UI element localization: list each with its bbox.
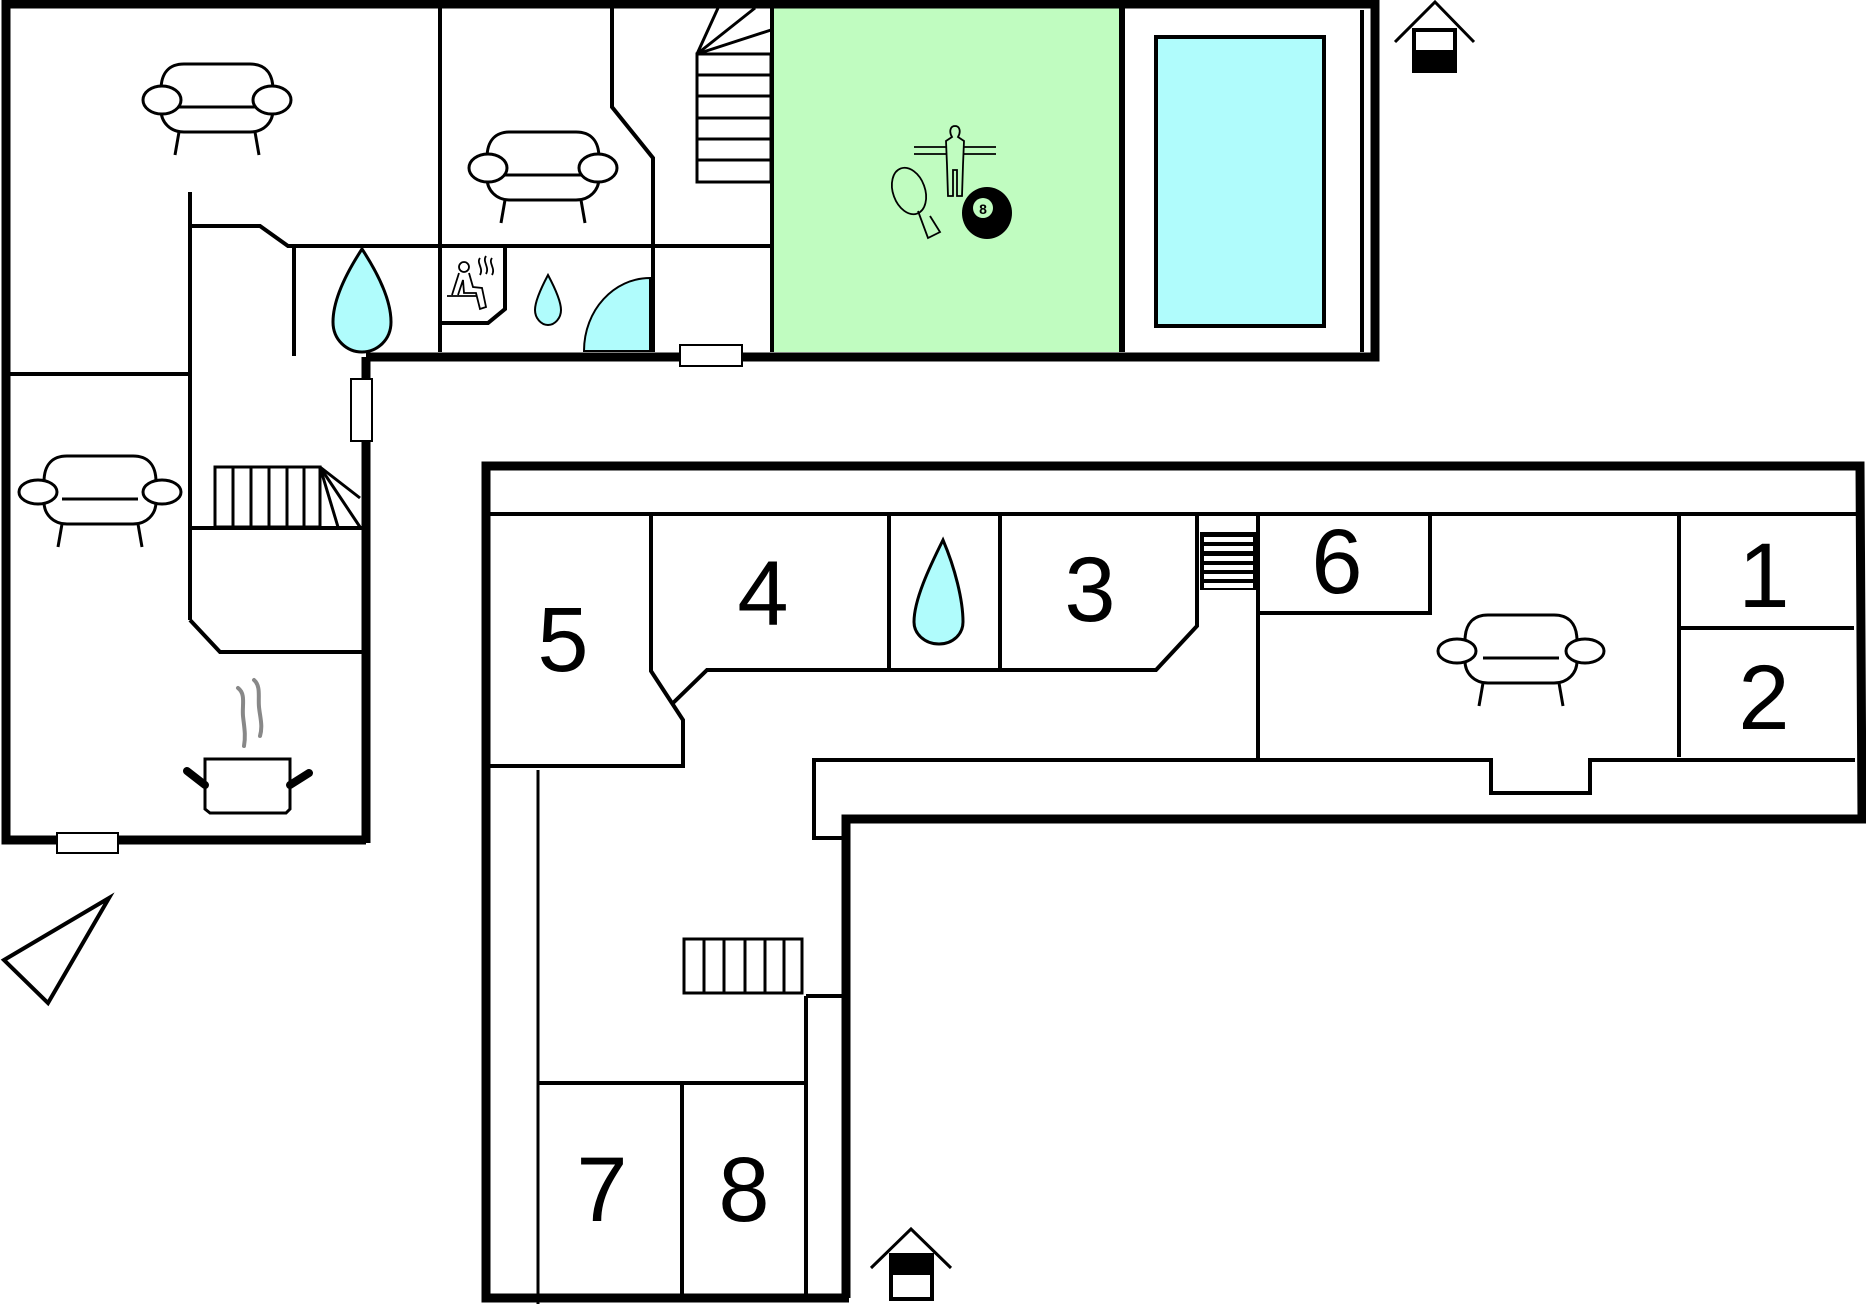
water-drop-icon: [912, 536, 965, 646]
entrance-house-icon: [1393, 0, 1476, 73]
staircase-icon: [1200, 532, 1257, 590]
room-number-3: 3: [1064, 539, 1115, 641]
pool-icon: [1154, 35, 1326, 328]
window: [56, 832, 119, 854]
sofa-icon: [141, 62, 293, 156]
sofa-icon: [467, 130, 619, 224]
billiard-ball-icon: 8: [962, 187, 1012, 239]
staircase-icon: [695, 6, 773, 184]
lower-building: 1 2 3 4 5 6 7 8: [481, 461, 1866, 1304]
shower-icon: [582, 276, 651, 352]
room-number-6: 6: [1311, 511, 1362, 613]
room-number-8: 8: [718, 1139, 769, 1241]
ping-pong-icon: [890, 166, 942, 240]
entrance-house-icon: [869, 1226, 953, 1301]
room-number-7: 7: [576, 1139, 627, 1241]
room-number-4: 4: [737, 543, 788, 645]
billiard-ball-number: 8: [979, 201, 987, 217]
game-room-area: [772, 8, 1120, 352]
staircase-icon: [682, 937, 804, 995]
sauna-icon: [447, 255, 495, 311]
staircase-icon: [213, 465, 362, 529]
window: [679, 344, 743, 367]
north-arrow-icon: [0, 892, 115, 1007]
water-drop-icon: [533, 272, 563, 327]
sofa-icon: [17, 454, 183, 548]
window: [350, 378, 373, 442]
room-number-1: 1: [1738, 525, 1789, 627]
room-number-5: 5: [537, 589, 588, 691]
sofa-icon: [1436, 613, 1606, 707]
room-number-2: 2: [1738, 647, 1789, 749]
cooking-pot-icon: [183, 678, 313, 815]
foosball-icon: [914, 125, 996, 197]
water-drop-icon: [331, 246, 393, 354]
upper-building: 8: [1, 0, 1380, 854]
